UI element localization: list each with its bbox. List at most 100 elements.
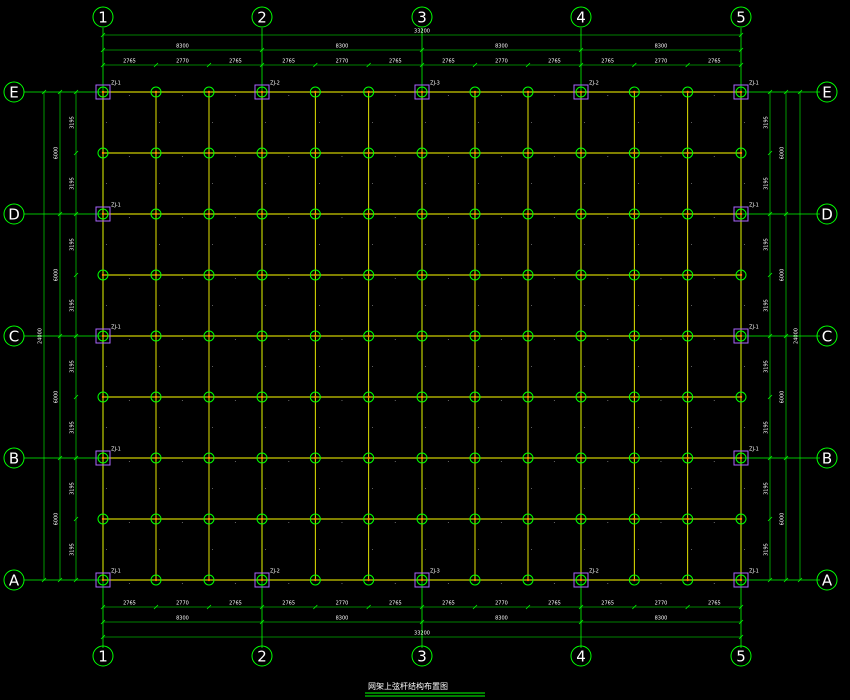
node-center — [686, 456, 689, 460]
member-label: - — [714, 93, 716, 98]
member-label: - — [689, 243, 694, 245]
member-label: - — [742, 487, 747, 489]
node-ball — [628, 208, 640, 220]
node-ball — [309, 330, 321, 342]
node-ball — [682, 208, 694, 220]
member-label: - — [582, 304, 587, 306]
dim-tick — [797, 577, 803, 583]
axis-bubble-right-A-circle — [816, 569, 838, 591]
node-center — [686, 578, 689, 582]
member-label: - — [742, 243, 747, 245]
member-label: - — [235, 93, 237, 98]
member-label: - — [448, 459, 450, 464]
member-label: - — [501, 337, 503, 342]
axis-bubble-top-3-circle — [411, 6, 433, 28]
member-label: - — [395, 581, 397, 586]
node-center — [473, 517, 477, 521]
node-ball — [735, 330, 747, 342]
node-ball — [628, 269, 640, 281]
dim-tick — [73, 272, 79, 278]
node-ball — [628, 86, 640, 98]
node-center — [420, 395, 424, 399]
node-center — [579, 212, 583, 216]
node-ball — [203, 269, 215, 281]
member-label: - — [476, 426, 481, 428]
axis-bubble-bottom-4: 4 — [576, 648, 586, 666]
member-label: - — [501, 93, 503, 98]
dim-left-subspan: 3195 — [70, 177, 76, 190]
node-ball — [256, 513, 268, 525]
dim-tick — [100, 619, 106, 625]
node-ball — [682, 86, 694, 98]
member-label: - — [582, 121, 587, 123]
node-ball — [363, 330, 375, 342]
member-label: - — [370, 121, 375, 123]
dim-left-subspan: 3195 — [70, 482, 76, 495]
dim-bottom-subspan: 2765 — [123, 601, 136, 607]
support-bearing — [733, 84, 749, 100]
node-center — [579, 273, 583, 277]
node-center — [473, 151, 477, 155]
member-label: - — [341, 581, 343, 586]
node-center — [633, 273, 636, 277]
member-label: - — [263, 243, 268, 245]
dim-tick — [783, 455, 789, 461]
node-center — [260, 90, 264, 94]
dim-left-subspan: 3195 — [70, 238, 76, 251]
member-label: - — [316, 426, 321, 428]
member-label: - — [554, 581, 556, 586]
node-center — [473, 90, 477, 94]
dim-tick — [73, 89, 79, 95]
node-center — [420, 517, 424, 521]
node-ball — [416, 147, 428, 159]
dim-top-subspan: 2770 — [495, 59, 508, 65]
member-label: - — [635, 304, 640, 306]
member-label: - — [448, 276, 450, 281]
node-ball — [256, 330, 268, 342]
member-label: - — [714, 398, 716, 403]
member-label: - — [582, 426, 587, 428]
member-label: - — [288, 459, 290, 464]
dim-tick — [783, 89, 789, 95]
axis-bubble-top-2-circle — [251, 6, 273, 28]
dim-bottom-subspan: 2765 — [708, 601, 721, 607]
node-ball — [469, 208, 481, 220]
support-tag-bottom: ZJ-3 — [430, 569, 440, 575]
dim-right-span: 6000 — [780, 147, 786, 160]
member-label: - — [182, 215, 184, 220]
dim-top-subspan: 2765 — [708, 59, 721, 65]
member-label: - — [448, 398, 450, 403]
member-label: - — [157, 487, 162, 489]
member-label: - — [235, 337, 237, 342]
dim-right-subspan: 3195 — [764, 116, 770, 129]
dim-tick — [767, 211, 773, 217]
dim-tick — [767, 89, 773, 95]
node-center — [367, 212, 370, 216]
member-label: - — [129, 337, 131, 342]
support-tag-top: ZJ-1 — [749, 81, 759, 87]
member-label: - — [501, 154, 503, 159]
member-label: - — [104, 487, 109, 489]
node-center — [154, 395, 158, 399]
member-label: - — [742, 121, 747, 123]
member-label: - — [288, 276, 290, 281]
axis-bubble-left-C: C — [9, 328, 19, 346]
dim-bottom-span: 8300 — [336, 616, 349, 622]
node-center — [686, 395, 689, 399]
node-ball — [682, 269, 694, 281]
node-ball — [522, 147, 534, 159]
node-ball — [575, 269, 587, 281]
dim-tick — [783, 333, 789, 339]
axis-bubble-left-B: B — [9, 450, 19, 468]
node-ball — [150, 86, 162, 98]
dim-tick — [73, 577, 79, 583]
dim-left-span: 6000 — [54, 269, 60, 282]
axis-bubble-right-E-circle — [816, 81, 838, 103]
dim-bottom-subspan: 2765 — [442, 601, 455, 607]
support-tag-left: ZJ-1 — [111, 447, 121, 453]
member-label: - — [316, 243, 321, 245]
dim-bottom-subspan: 2765 — [229, 601, 242, 607]
node-ball — [150, 147, 162, 159]
node-center — [314, 395, 317, 399]
